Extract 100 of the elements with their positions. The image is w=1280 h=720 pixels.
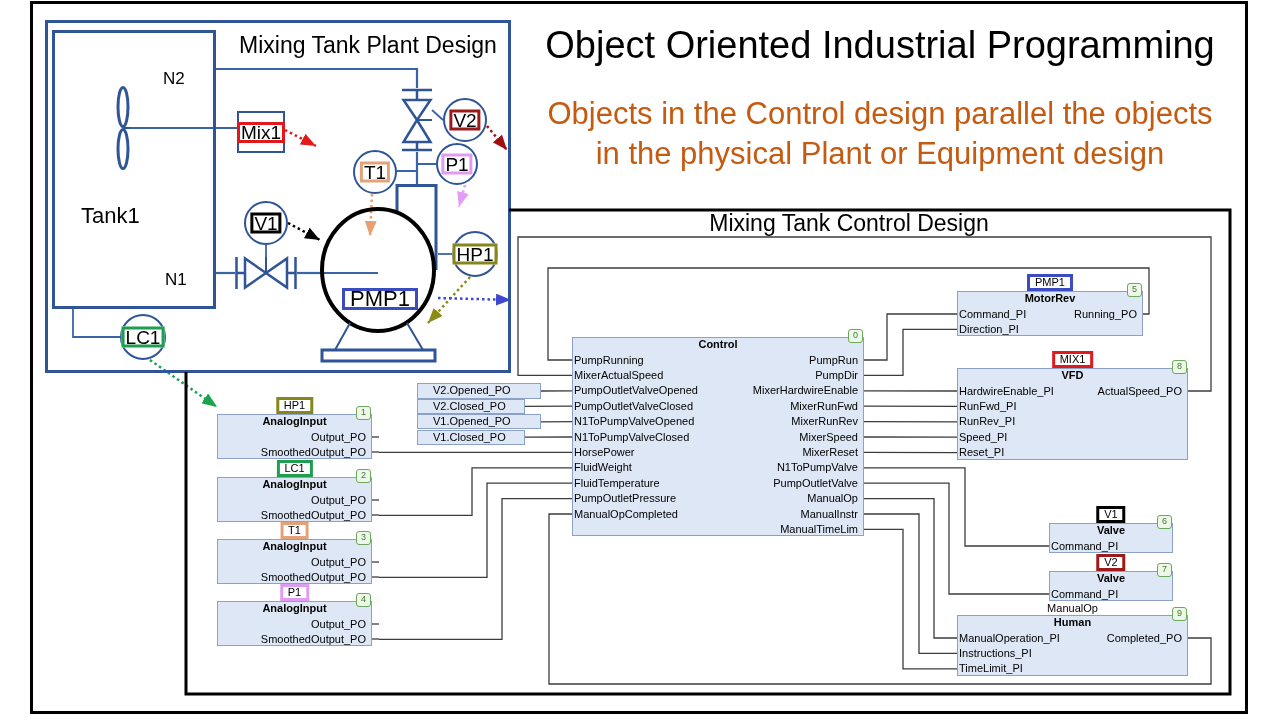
wire (524, 405, 573, 408)
port-label: PumpOutletValveOpened (574, 384, 698, 398)
instrument-bubble (120, 314, 166, 360)
block-number: 4 (356, 593, 371, 607)
port-label: SmoothedOutput_PO (260, 632, 366, 646)
port-label: MixerReset (802, 445, 858, 459)
block-number: 0 (848, 329, 863, 343)
port-label: FluidTemperature (574, 476, 660, 490)
block-type: Human (1053, 616, 1092, 629)
port-label: Output_PO (310, 493, 366, 507)
panel-title: Mixing Tank Control Design (709, 210, 989, 236)
port-label: MixerActualSpeed (574, 368, 664, 382)
port-label: Completed_PO (1106, 631, 1182, 645)
mixer-shaft (130, 127, 238, 129)
wire (548, 513, 1212, 685)
tank-label: Tank1 (81, 203, 140, 229)
port-label: N1ToPumpValve (776, 461, 858, 475)
wire (378, 467, 573, 517)
port-label: HardwireEnable_PI (959, 384, 1054, 398)
instance-label: MIX1 (1051, 351, 1094, 368)
propeller-drawing (115, 86, 131, 170)
wire (863, 467, 1050, 547)
port-label: Output_PO (310, 617, 366, 631)
block-number: 8 (1172, 360, 1187, 374)
port-label: MixerRunRev (791, 415, 858, 429)
wire (524, 436, 573, 438)
wire (863, 482, 1050, 595)
port-label: PumpRunning (574, 353, 644, 367)
panel-title: Mixing Tank Plant Design (239, 32, 497, 59)
port-label: N1ToPumpValveClosed (574, 430, 690, 444)
block-number: 7 (1157, 563, 1172, 577)
nozzle-label: N1 (165, 270, 187, 290)
pipe (216, 67, 419, 88)
wire (863, 405, 958, 408)
block-number: 9 (1172, 607, 1187, 621)
tag-label: V1 (250, 212, 282, 234)
dotted-arrow (427, 276, 471, 324)
tag-label: T1 (359, 161, 391, 183)
wire (863, 451, 958, 454)
wire (540, 390, 573, 392)
block-type: AnalogInput (262, 602, 327, 615)
port-label: PumpOutletPressure (574, 492, 677, 506)
instance-label: HP1 (275, 397, 314, 414)
port-label: ManualOpCompleted (574, 507, 678, 521)
port-label: RunFwd_PI (959, 399, 1017, 413)
dotted-arrow (364, 193, 377, 237)
pipe (216, 271, 235, 275)
port-label: PumpOutletValveClosed (574, 399, 694, 413)
wire (863, 328, 958, 377)
pipe (297, 271, 320, 275)
wire (863, 497, 958, 639)
valve-symbol (235, 257, 297, 289)
dotted-arrow (486, 125, 508, 151)
wire (378, 451, 573, 454)
signal-line (265, 244, 267, 258)
instrument-bubble (443, 98, 487, 142)
signal-line (437, 253, 453, 255)
block-type: VFD (1061, 369, 1084, 382)
instrument-bubble (452, 231, 498, 277)
port-label: TimeLimit_PI (959, 662, 1023, 676)
block-number: 3 (356, 531, 371, 545)
instance-label: T1 (280, 522, 309, 539)
control-panel (184, 208, 1232, 696)
signal-line (431, 109, 444, 121)
port-label: SmoothedOutput_PO (260, 508, 366, 522)
port-label: ManualInstr (800, 507, 858, 521)
instrument-bubble (436, 143, 478, 185)
tank (52, 30, 216, 309)
wire (863, 420, 958, 423)
port-label: Reset_PI (959, 446, 1005, 460)
block-type: MotorRev (1024, 292, 1076, 305)
wire (378, 497, 573, 641)
port-label: PumpOutletValve (773, 476, 858, 490)
port-label: PumpDir (815, 368, 858, 382)
port-label: HorsePower (574, 445, 635, 459)
input-variable: V1.Opened_PO (417, 414, 541, 430)
port-label: RunRev_PI (959, 415, 1016, 429)
port-label: MixerSpeed (799, 430, 858, 444)
port-label: SmoothedOutput_PO (260, 570, 366, 584)
tag-label: Mix1 (237, 122, 285, 143)
instance-label: LC1 (276, 460, 313, 477)
wire (863, 313, 958, 361)
port-label: ManualOp (807, 492, 858, 506)
wire (863, 436, 958, 438)
tag-label: LC1 (121, 326, 165, 348)
nozzle-label: N2 (163, 69, 185, 89)
wire (863, 528, 958, 670)
port-label: Command_PI (1051, 587, 1119, 601)
instance-label: V1 (1096, 506, 1126, 523)
block-type: Control (698, 338, 738, 351)
block-type: AnalogInput (262, 478, 327, 491)
dotted-arrow (149, 358, 218, 409)
port-label: PumpRun (809, 353, 858, 367)
wire (863, 513, 958, 655)
wire (378, 482, 573, 579)
port-label: Command_PI (959, 307, 1027, 321)
instrument-bubble (353, 150, 397, 194)
dotted-arrow (457, 184, 469, 208)
wire (517, 236, 1212, 392)
dotted-arrow (287, 221, 321, 242)
